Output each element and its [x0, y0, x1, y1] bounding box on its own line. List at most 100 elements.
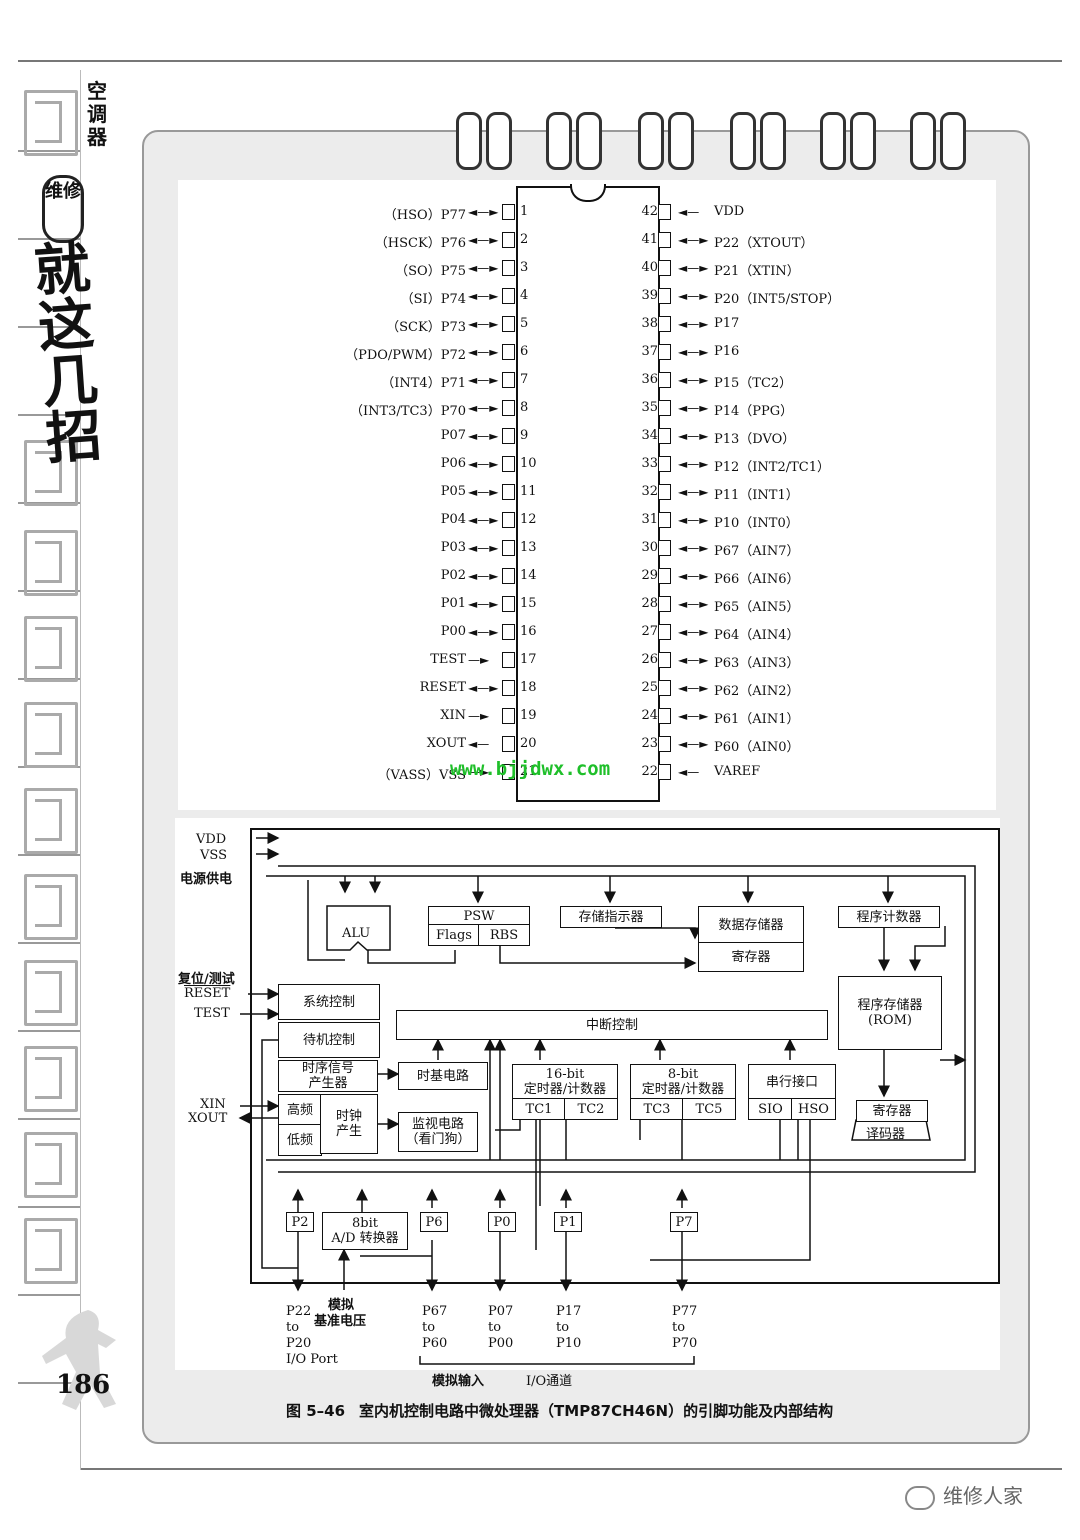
out-p2-to: to: [286, 1320, 300, 1335]
pin-label: P62（AIN2）: [714, 684, 800, 699]
pin-arrow-icon: —►: [468, 709, 490, 723]
pin-pad: [502, 400, 515, 416]
pin-number: 42: [641, 204, 658, 219]
pin-label: P65（AIN5）: [714, 600, 800, 615]
adc-sub-label: A/D 转换器: [331, 1231, 399, 1246]
pin-label: P12（INT2/TC1）: [714, 460, 831, 475]
pin-pad: [502, 204, 515, 220]
binder-ring: [940, 112, 966, 170]
fret-pattern: [24, 440, 78, 506]
pin-pad: [658, 456, 671, 472]
out-p7-end: P70: [672, 1336, 698, 1351]
ninja-figure-icon: [42, 1310, 116, 1410]
brand-name: 维修人家: [943, 1484, 1023, 1508]
out-p7: P77: [672, 1304, 698, 1319]
vss-label: VSS: [200, 848, 227, 863]
pin-pad: [658, 568, 671, 584]
timer16-sub-label: 定时器/计数器: [523, 1082, 607, 1097]
pin-label: P67（AIN7）: [714, 544, 800, 559]
pin-arrow-icon: ◄—►: [678, 317, 709, 331]
pin-number: 39: [641, 288, 658, 303]
bottom-rule: [18, 1468, 1062, 1470]
fret-pattern: [24, 960, 78, 1026]
io-channel-label: I/O通道: [526, 1374, 573, 1389]
pin-arrow-icon: ◄—►: [468, 513, 499, 527]
top-rule: [18, 60, 1062, 62]
psw-box: PSW: [428, 906, 530, 925]
pin-arrow-icon: ◄—►: [678, 513, 709, 527]
pin-number: 11: [520, 484, 537, 499]
out-p6-to: to: [422, 1320, 436, 1335]
pin-number: 26: [641, 652, 658, 667]
pin-arrow-icon: ◄—►: [678, 625, 709, 639]
pin-pad: [658, 596, 671, 612]
sys-ctrl-box: 系统控制: [278, 984, 380, 1020]
pin-number: 18: [520, 680, 537, 695]
pin-pad: [658, 540, 671, 556]
binder-ring: [638, 112, 664, 170]
pin-label: （HSO）P77: [383, 208, 466, 223]
pin-arrow-icon: ◄—►: [678, 681, 709, 695]
pin-label: P22（XTOUT）: [714, 236, 814, 251]
pin-label: P61（AIN1）: [714, 712, 800, 727]
pin-arrow-icon: —►: [468, 653, 490, 667]
book-badge: 维修: [42, 175, 84, 243]
pin-arrow-icon: ◄—►: [678, 261, 709, 275]
out-p7-to: to: [672, 1320, 686, 1335]
pin-arrow-icon: ◄—►: [678, 457, 709, 471]
pin-pad: [502, 260, 515, 276]
pin-label: （INT3/TC3）P70: [349, 404, 466, 419]
pin-arrow-icon: ◄—►: [468, 317, 499, 331]
pin-number: 21: [520, 764, 537, 779]
pin-pad: [658, 204, 671, 220]
pin-pad: [658, 260, 671, 276]
pin-pad: [658, 232, 671, 248]
pin-arrow-icon: —►: [468, 765, 490, 779]
pin-label: P14（PPG）: [714, 404, 794, 419]
binder-ring: [486, 112, 512, 170]
pin-label: P20（INT5/STOP）: [714, 292, 841, 307]
out-p1-to: to: [556, 1320, 570, 1335]
analog-in-label: 模拟输入: [432, 1374, 485, 1389]
out-p0-end: P00: [488, 1336, 514, 1351]
timer8-sub-label: 定时器/计数器: [641, 1082, 725, 1097]
binder-ring: [576, 112, 602, 170]
clock-gen-box: 时钟产生: [320, 1094, 378, 1154]
binder-ring: [456, 112, 482, 170]
pin-number: 2: [520, 232, 529, 247]
pin-pad: [658, 400, 671, 416]
pin-arrow-icon: ◄—►: [678, 569, 709, 583]
rbs-box: RBS: [478, 924, 530, 946]
tc1-box: TC1: [512, 1098, 566, 1120]
pin-pad: [658, 708, 671, 724]
ref-label-2: 基准电压: [314, 1314, 367, 1329]
pin-label: P01: [440, 596, 466, 611]
p6-box: P6: [420, 1212, 448, 1232]
out-p2-end: P20: [286, 1336, 312, 1351]
pin-arrow-icon: ◄—►: [678, 737, 709, 751]
binder-ring: [910, 112, 936, 170]
pin-label: （PDO/PWM）P72: [345, 348, 466, 363]
timer16-label: 16-bit: [545, 1067, 585, 1082]
pin-pad: [502, 708, 515, 724]
pin-label: （SO）P75: [395, 264, 466, 279]
decorative-border: [18, 70, 81, 1470]
pin-arrow-icon: ◄—►: [468, 485, 499, 499]
pin-arrow-icon: ◄—►: [678, 541, 709, 555]
p7-box: P7: [670, 1212, 698, 1232]
pin-label: （SI）P74: [400, 292, 466, 307]
pin-number: 41: [641, 232, 658, 247]
pin-number: 27: [641, 624, 658, 639]
pin-pad: [502, 652, 515, 668]
fret-pattern: [24, 1218, 78, 1284]
binder-ring: [820, 112, 846, 170]
power-label: 电源供电: [180, 872, 233, 887]
out-p0: P07: [488, 1304, 514, 1319]
figure-number: 图 5–46: [286, 1402, 346, 1420]
pin-arrow-icon: ◄—: [678, 765, 700, 779]
pin-label: P60（AIN0）: [714, 740, 800, 755]
standby-ctrl-box: 待机控制: [278, 1022, 380, 1058]
register-box: 寄存器: [698, 942, 804, 972]
